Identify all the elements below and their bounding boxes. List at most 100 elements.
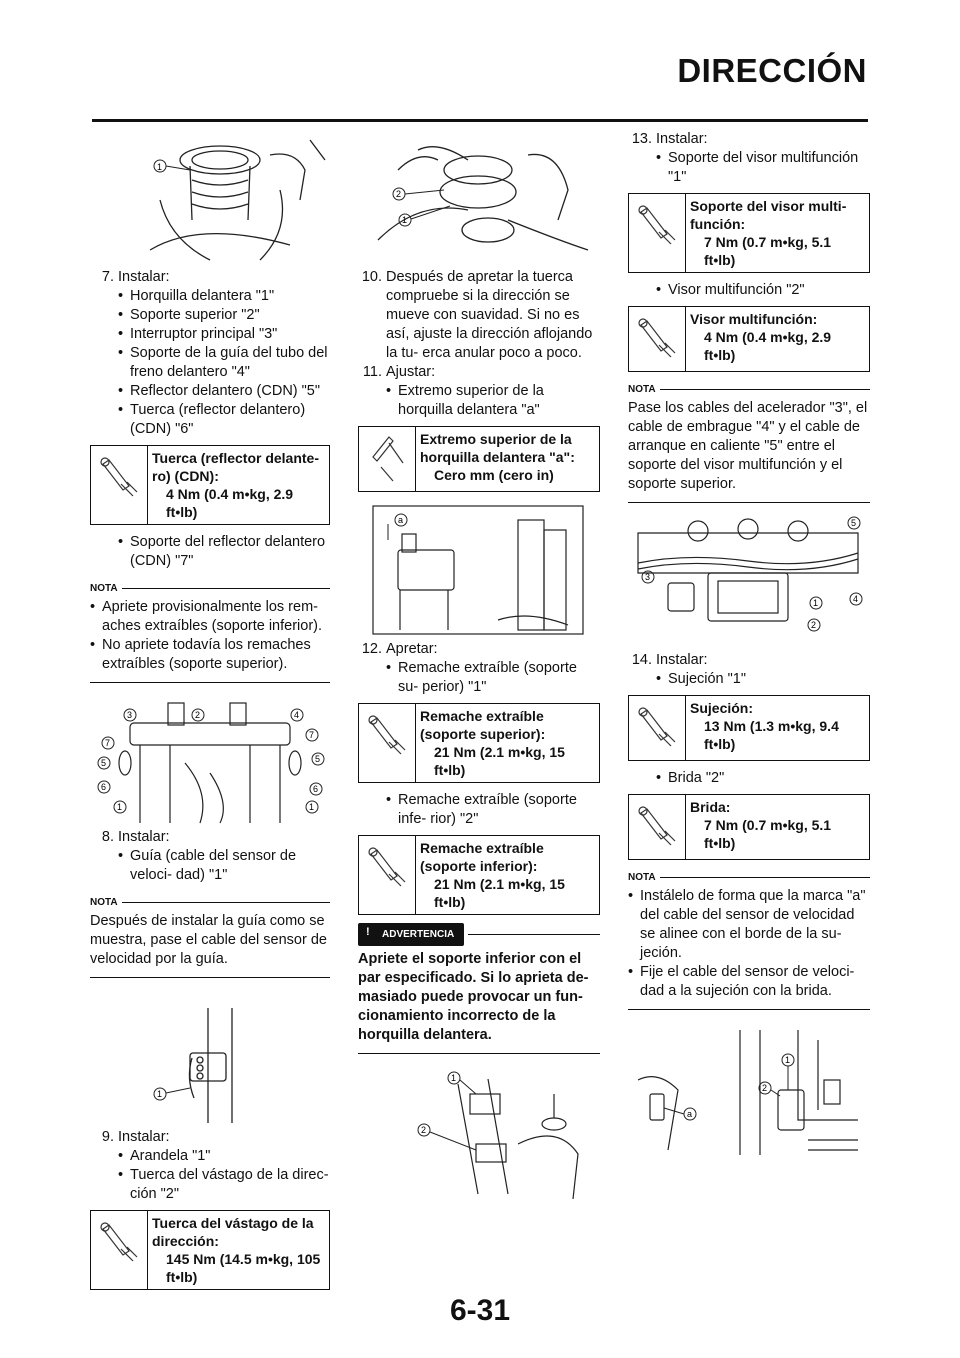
figure-ring-nut: 2 1 [358, 130, 600, 268]
callout: 6 [313, 784, 318, 794]
torque-spec: Remache extraíble (soporte superior): 21… [358, 703, 600, 783]
spec-value: 7 Nm (0.7 m•kg, 5.1 ft•lb) [704, 817, 832, 851]
step-8: 8.Instalar: [90, 828, 330, 847]
warning-block: ADVERTENCIA Apriete el soporte inferior … [358, 923, 600, 1054]
step-title: Instalar: [118, 1129, 170, 1145]
note-label: NOTA [90, 583, 118, 594]
torque-wrench-icon [359, 836, 416, 914]
spec-value: 13 Nm (1.3 m•kg, 9.4 ft•lb) [704, 718, 839, 752]
note-text: Pase los cables del acelerador "3", el c… [628, 400, 868, 492]
callout: 1 [117, 802, 122, 812]
step-number: 10. [361, 269, 382, 285]
step-14: 14.Instalar: [628, 651, 870, 670]
note: NOTA Después de instalar la guía como se… [90, 893, 330, 978]
step-11: 11.Ajustar: [358, 363, 600, 382]
torque-spec: Tuerca del vástago de la dirección: 145 … [90, 1210, 330, 1290]
step-10: 10.Después de apretar la tuerca comprueb… [358, 268, 600, 363]
header-rule [92, 119, 868, 122]
list-item: Soporte del reflector delantero (CDN) "7… [90, 533, 330, 571]
spec-box: Extremo superior de la horquilla delante… [358, 426, 600, 492]
callout: 3 [127, 710, 132, 720]
page-number: 6-31 [449, 1294, 511, 1327]
spec-value: 4 Nm (0.4 m•kg, 2.9 ft•lb) [166, 486, 294, 520]
note: NOTA Instálelo de forma que la marca "a"… [628, 868, 870, 1010]
spec-name: Soporte del visor multi- función: [690, 198, 847, 232]
figure-lower-bracket: 1 2 [358, 1064, 600, 1199]
list-item: Soporte del visor multifunción "1" [628, 149, 870, 187]
list-item: Reflector delantero (CDN) "5" [90, 382, 330, 401]
callout: 2 [811, 620, 816, 630]
column-2: 2 1 10.Después de apretar la tuerca comp… [358, 130, 600, 1199]
figure-cable-guide: 1 [90, 988, 330, 1128]
callout: 7 [105, 738, 110, 748]
warning-text: Apriete el soporte inferior con el par e… [358, 951, 589, 1043]
step-number: 9. [101, 1129, 114, 1145]
step-7: 7.Instalar: [90, 268, 330, 287]
callout: 2 [195, 710, 200, 720]
column-3: 13.Instalar: Soporte del visor multifunc… [628, 130, 870, 1160]
list-item: Guía (cable del sensor de veloci- dad) "… [90, 847, 330, 885]
torque-wrench-icon [91, 446, 148, 524]
note-label: NOTA [90, 897, 118, 908]
list-item: Horquilla delantera "1" [90, 287, 330, 306]
step-9: 9.Instalar: [90, 1128, 330, 1147]
callout: 5 [101, 758, 106, 768]
spec-name: Tuerca (reflector delante- ro) (CDN): [152, 450, 320, 484]
callout: 3 [645, 572, 650, 582]
callout: 4 [294, 710, 299, 720]
torque-wrench-icon [629, 194, 686, 272]
list-item: Soporte superior "2" [90, 306, 330, 325]
spec-name: Remache extraíble (soporte inferior): [420, 840, 544, 874]
spec-value: 4 Nm (0.4 m•kg, 2.9 ft•lb) [704, 329, 832, 363]
spec-name: Visor multifunción: [690, 311, 818, 327]
torque-spec: Tuerca (reflector delante- ro) (CDN): 4 … [90, 445, 330, 525]
list-item: Arandela "1" [90, 1147, 330, 1166]
callout: 1 [402, 215, 407, 225]
list-item: Apriete provisionalmente los rem- aches … [90, 598, 330, 636]
spec-name: Extremo superior de la horquilla delante… [420, 431, 575, 465]
page-title: DIRECCIÓN [677, 52, 867, 89]
step-title: Instalar: [656, 131, 708, 147]
torque-spec: Remache extraíble (soporte inferior): 21… [358, 835, 600, 915]
step-title: Apretar: [386, 641, 438, 657]
figure-sensor-cable-clamp: 1 2 a [628, 1020, 870, 1160]
note: NOTA Pase los cables del acelerador "3",… [628, 380, 870, 503]
list-item: Tuerca del vástago de la direc- ción "2" [90, 1166, 330, 1204]
torque-spec: Visor multifunción: 4 Nm (0.4 m•kg, 2.9 … [628, 306, 870, 372]
figure-upper-bracket: 3 2 4 7 7 5 5 6 6 1 1 [90, 693, 330, 828]
torque-spec: Brida: 7 Nm (0.7 m•kg, 5.1 ft•lb) [628, 794, 870, 860]
torque-wrench-icon [359, 704, 416, 782]
list-item: Tuerca (reflector delantero) (CDN) "6" [90, 401, 330, 439]
callout: 6 [101, 782, 106, 792]
callout: 1 [157, 1089, 162, 1099]
list-item: Interruptor principal "3" [90, 325, 330, 344]
callout: 2 [396, 189, 401, 199]
torque-wrench-icon [91, 1211, 148, 1289]
figure-fork-top: a [358, 500, 600, 640]
column-1: 1 7.Instalar: Horquilla delantera "1" So… [90, 130, 330, 1298]
figure-fork-tube: 1 [90, 130, 330, 268]
step-number: 13. [631, 131, 652, 147]
list-item: Remache extraíble (soporte infe- rior) "… [358, 791, 600, 829]
list-item: Soporte de la guía del tubo del freno de… [90, 344, 330, 382]
spec-value: 7 Nm (0.7 m•kg, 5.1 ft•lb) [704, 234, 832, 268]
spec-name: Tuerca del vástago de la dirección: [152, 1215, 314, 1249]
spec-value: 145 Nm (14.5 m•kg, 105 ft•lb) [166, 1251, 321, 1285]
torque-wrench-icon [629, 795, 686, 859]
torque-spec: Sujeción: 13 Nm (1.3 m•kg, 9.4 ft•lb) [628, 695, 870, 761]
list-item: Visor multifunción "2" [628, 281, 870, 300]
spec-value: 21 Nm (2.1 m•kg, 15 ft•lb) [434, 876, 565, 910]
list-item: Remache extraíble (soporte su- perior) "… [358, 659, 600, 697]
step-number: 12. [361, 641, 382, 657]
measure-icon [359, 427, 416, 491]
list-item: Fije el cable del sensor de veloci- dad … [628, 963, 870, 1001]
step-number: 8. [101, 829, 114, 845]
spec-name: Remache extraíble (soporte superior): [420, 708, 546, 742]
list-item: Sujeción "1" [628, 670, 870, 689]
step-number: 7. [101, 269, 114, 285]
callout: 1 [157, 162, 162, 172]
step-13: 13.Instalar: [628, 130, 870, 149]
callout: a [398, 515, 403, 525]
note: NOTA Apriete provisionalmente los rem- a… [90, 579, 330, 683]
list-item: Instálelo de forma que la marca "a" del … [628, 887, 870, 963]
